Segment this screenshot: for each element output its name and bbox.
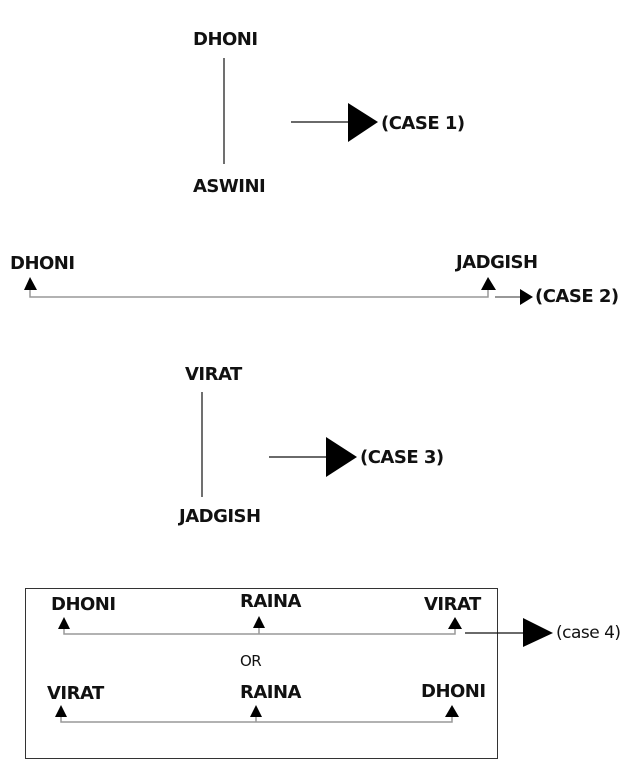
case4-row1-pointer-3: [448, 617, 462, 629]
case2-right-pointer: [481, 277, 496, 290]
case2-arrow-head: [520, 289, 533, 305]
case1-top-node: DHONI: [193, 29, 258, 50]
case2-right-node: JADGISH: [456, 252, 538, 273]
case4-arrow-head: [523, 618, 553, 647]
case4-row2-pointer-3: [445, 705, 459, 717]
case4-row2-pointer-1: [55, 705, 67, 717]
case4-result-label: (case 4): [556, 623, 621, 643]
case4-row1-node-1: DHONI: [51, 594, 116, 615]
case4-row1-node-2: RAINA: [240, 591, 301, 612]
case3-bottom-node: JADGISH: [179, 506, 261, 527]
case4-row2-pointer-2: [250, 705, 262, 717]
case2-left-node: DHONI: [10, 253, 75, 274]
case2-result-label: (CASE 2): [535, 286, 619, 307]
case3-arrow-head: [326, 437, 357, 477]
case2-bracket: [29, 288, 489, 298]
case4-row1-pointer-2: [253, 616, 265, 628]
case4-row2-node-3: DHONI: [421, 681, 486, 702]
case3-result-label: (CASE 3): [360, 447, 444, 468]
case4-row2-node-2: RAINA: [240, 682, 301, 703]
case4-box: [25, 588, 498, 759]
case4-or-separator: OR: [240, 652, 262, 670]
case3-top-node: VIRAT: [185, 364, 242, 385]
case1-result-label: (CASE 1): [381, 113, 465, 134]
case1-bottom-node: ASWINI: [193, 176, 266, 197]
case2-left-pointer: [24, 277, 37, 290]
case1-arrow-head: [348, 103, 378, 142]
case4-row2-node-1: VIRAT: [47, 683, 104, 704]
case4-row1-node-3: VIRAT: [424, 594, 481, 615]
case4-row1-pointer-1: [58, 617, 70, 629]
